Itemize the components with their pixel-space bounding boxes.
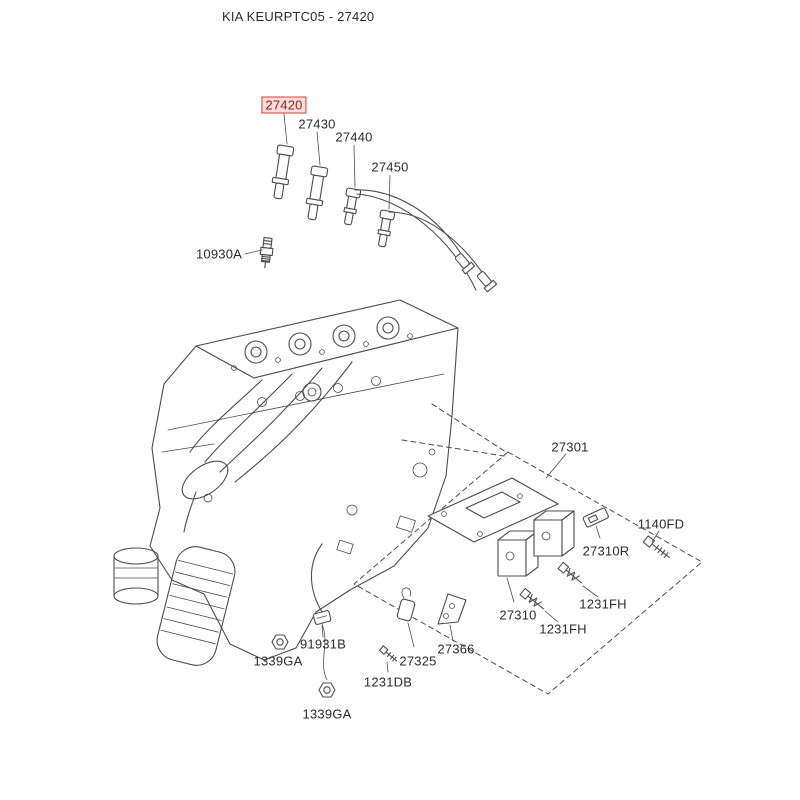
part-label-10930A[interactable]: 10930A xyxy=(195,246,243,262)
condenser-27325 xyxy=(397,588,416,622)
part-label-27325[interactable]: 27325 xyxy=(399,653,437,669)
bolt-1140FD xyxy=(643,536,672,561)
part-label-27440[interactable]: 27440 xyxy=(335,129,373,145)
part-label-1140FD[interactable]: 1140FD xyxy=(637,516,685,532)
cable-end-boot-2 xyxy=(475,270,496,292)
ignition-coil-27310R-unit xyxy=(534,511,574,556)
leader-lines xyxy=(245,114,659,672)
plug-wire-boot-4 xyxy=(375,210,395,248)
part-label-27310R[interactable]: 27310R xyxy=(582,543,630,559)
harness-and-fasteners xyxy=(272,544,335,697)
nut-1339GA-b xyxy=(319,683,335,697)
engine-block xyxy=(114,328,458,670)
part-label-27310[interactable]: 27310 xyxy=(499,607,537,623)
part-label-27366[interactable]: 27366 xyxy=(437,641,475,657)
part-label-91931B[interactable]: 91931B xyxy=(299,636,347,652)
cable-end-boot-1 xyxy=(453,252,474,274)
catalytic-converter xyxy=(153,542,239,669)
part-label-1231FH-b[interactable]: 1231FH xyxy=(539,621,587,637)
part-label-27450[interactable]: 27450 xyxy=(371,159,409,175)
clip-27310R xyxy=(583,507,609,527)
oil-cap xyxy=(303,383,321,401)
bolt-1231FH-b xyxy=(520,588,546,611)
part-label-1231FH-a[interactable]: 1231FH xyxy=(579,596,627,612)
block-brackets xyxy=(337,516,416,554)
nut-1339GA-a xyxy=(272,635,288,649)
ignition-coil-27310 xyxy=(498,531,538,576)
bolt-1231FH-a xyxy=(558,562,584,585)
part-label-1339GA-b[interactable]: 1339GA xyxy=(302,706,352,722)
spark-plug-cables xyxy=(355,190,492,290)
ignition-coils xyxy=(270,145,497,292)
plug-wire-boot-3 xyxy=(341,188,361,226)
coil-bracket-assembly xyxy=(354,404,702,694)
spark-plug xyxy=(259,237,274,268)
part-label-1231DB[interactable]: 1231DB xyxy=(363,674,413,690)
ignition-coil-2 xyxy=(304,166,328,221)
oil-filter xyxy=(114,548,158,604)
coil-bracket-plate xyxy=(428,478,558,542)
page-title: KIA KEURPTC05 - 27420 xyxy=(222,9,375,24)
bracket-27366 xyxy=(438,594,466,624)
assembly-boundary xyxy=(354,452,702,694)
exhaust-manifold xyxy=(176,362,352,532)
part-label-27301[interactable]: 27301 xyxy=(551,439,589,455)
part-label-1339GA-a[interactable]: 1339GA xyxy=(253,653,303,669)
harness-wire xyxy=(311,544,322,612)
ignition-coil-1 xyxy=(270,145,294,200)
harness-clip-91931B xyxy=(313,610,331,625)
screw-1231DB xyxy=(379,646,398,663)
part-label-27430[interactable]: 27430 xyxy=(298,116,336,132)
part-label-27420[interactable]: 27420 xyxy=(261,96,307,114)
valve-cover xyxy=(196,300,458,401)
